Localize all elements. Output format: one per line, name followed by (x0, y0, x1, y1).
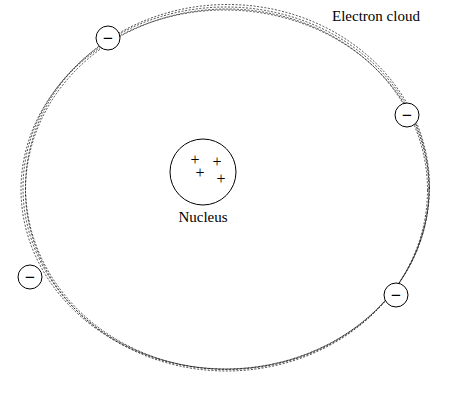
electron: − (95, 25, 121, 51)
nucleus: ++++Nucleus (169, 138, 237, 206)
charge-sign: − (103, 29, 113, 47)
charge-sign: − (25, 268, 35, 286)
electron-cloud: Electron cloud − − ++++Nucleus − − (20, 4, 432, 372)
circle-border (18, 265, 42, 289)
charge-sign: + (212, 154, 221, 170)
circle-border (96, 26, 120, 50)
cloud-ring (26, 9, 428, 371)
charge-sign: − (391, 286, 401, 304)
circle-border (395, 103, 419, 127)
charge-sign: + (195, 165, 204, 181)
part-label: Nucleus (178, 210, 227, 225)
electron: − (383, 282, 409, 308)
cloud-ring (26, 5, 430, 370)
circle-border (170, 139, 236, 205)
charge-sign: + (216, 171, 225, 187)
charge-sign: − (402, 106, 412, 124)
electron: − (17, 264, 43, 290)
electron: − (394, 102, 420, 128)
circle-border (384, 283, 408, 307)
region-label: Electron cloud (332, 9, 420, 24)
